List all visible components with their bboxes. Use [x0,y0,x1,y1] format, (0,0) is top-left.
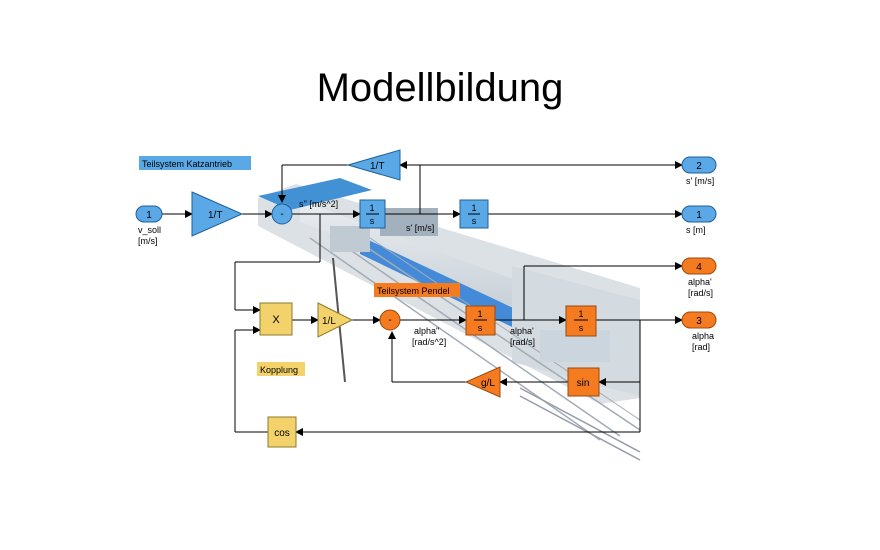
integrator-s-dot[interactable]: 1 s [359,199,386,229]
sum-katzantrieb[interactable]: - [271,203,293,225]
alpha-d-label: alpha' [510,326,534,336]
integrator-alpha[interactable]: 1 s [565,305,597,337]
product-block-label: X [272,314,280,326]
s-d-out-label: s' [m/s] [686,176,714,186]
alpha-d-unit: [rad/s] [510,337,535,347]
sin-block-label: sin [577,378,590,389]
cos-block[interactable]: cos [267,416,297,448]
v-soll-label: v_soll [138,225,161,235]
integrator-s-dot-num: 1 [369,203,374,213]
outport-s[interactable]: 1 [681,205,717,223]
cos-block-label: cos [274,428,290,439]
product-block[interactable]: X [259,302,293,336]
s-d-mid-label: s' [m/s] [406,223,434,233]
inport-v-soll-number: 1 [146,210,152,221]
alpha-out-label: alpha [692,331,714,341]
group-label-pendel: Teilsystem Pendel [374,283,460,297]
group-label-kopplung-text: Kopplung [260,365,298,375]
feedback-gain-label: 1/T [370,161,384,172]
outport-s-dot-number: 2 [696,161,702,172]
gain-1-over-T-label: 1/T [208,210,222,221]
integrator-alpha-dot-num: 1 [477,309,482,319]
integrator-alpha-num: 1 [578,309,583,319]
v-soll-unit: [m/s] [138,236,158,246]
gain-1-over-T[interactable]: 1/T [191,191,244,237]
integrator-alpha-den: s [579,323,584,333]
sin-block[interactable]: sin [567,367,600,397]
outport-alpha-number: 3 [696,316,702,327]
gain-1-over-L[interactable]: 1/L [317,302,354,338]
sum-pendel[interactable]: - [379,309,401,331]
inport-v-soll[interactable]: 1 [135,205,163,223]
alpha-dd-unit: [rad/s^2] [412,337,446,347]
integrator-alpha-dot-den: s [478,323,483,333]
outport-alpha[interactable]: 3 [681,311,717,329]
group-label-katzantrieb: Teilsystem Katzantrieb [139,156,251,170]
feedback-gain-1-over-T[interactable]: 1/T [346,149,401,181]
sum-katzantrieb-sign: - [280,209,283,220]
s-dd-label: s'' [m/s^2] [299,199,338,209]
alpha-out-unit: [rad] [692,342,710,352]
group-label-kopplung: Kopplung [257,362,305,376]
alpha-d-out-label: alpha' [688,277,712,287]
gain-1-over-L-label: 1/L [322,316,336,327]
integrator-s-dot-den: s [370,216,375,226]
integrator-s[interactable]: 1 s [459,199,489,229]
s-out-label: s [m] [686,225,706,235]
wires [162,161,683,436]
gain-g-over-L-label: g/L [481,378,495,389]
outport-alpha-dot[interactable]: 4 [681,257,717,275]
outport-alpha-dot-number: 4 [696,262,702,273]
outport-s-number: 1 [696,210,702,221]
group-label-pendel-text: Teilsystem Pendel [377,286,450,296]
slide-title: Modellbildung [316,66,564,110]
alpha-d-out-unit: [rad/s] [688,288,713,298]
alpha-dd-label: alpha'' [414,326,440,336]
group-label-katzantrieb-text: Teilsystem Katzantrieb [142,159,232,169]
sum-pendel-sign: - [388,315,391,326]
integrator-alpha-dot[interactable]: 1 s [465,305,496,336]
integrator-s-den: s [472,216,477,226]
integrator-s-num: 1 [471,203,476,213]
outport-s-dot[interactable]: 2 [681,156,717,174]
gain-g-over-L[interactable]: g/L [464,366,501,398]
